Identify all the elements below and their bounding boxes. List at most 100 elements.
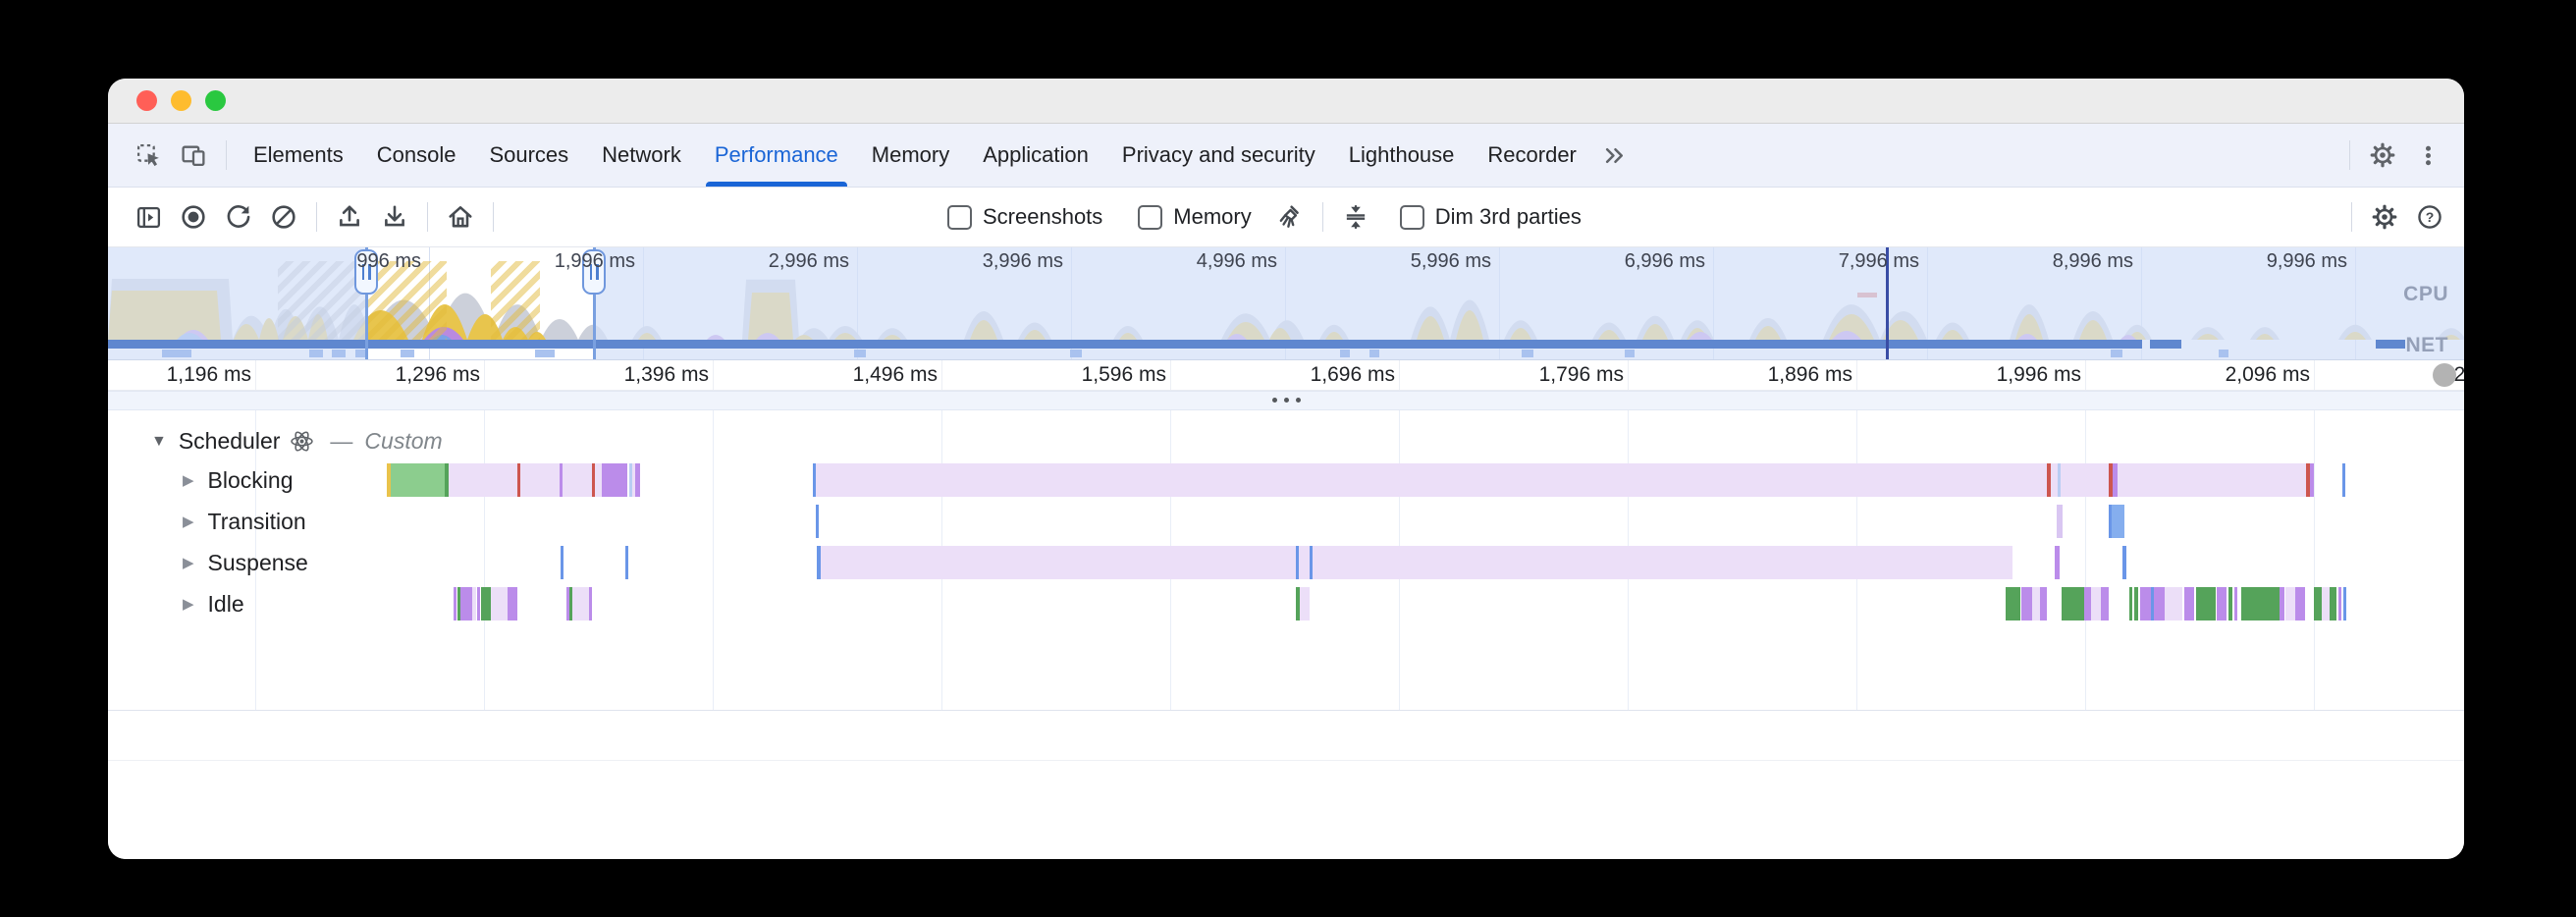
sidebar-toggle-icon[interactable] [126,194,171,240]
collapse-icon[interactable] [1333,194,1378,240]
tab-lighthouse[interactable]: Lighthouse [1348,142,1455,167]
track-event-bar[interactable] [2228,587,2232,620]
track-event-bar[interactable] [2057,505,2063,538]
track-event-bar[interactable] [472,587,476,620]
more-tabs-icon[interactable] [1593,133,1638,178]
scrollbar-thumb[interactable] [2433,363,2456,387]
more-menu-icon[interactable] [2405,133,2450,178]
zoom-button[interactable] [205,90,226,111]
chevron-right-icon[interactable]: ▶ [183,596,194,613]
track-event-bar[interactable] [2217,587,2227,620]
track-event-bar[interactable] [2342,463,2345,497]
track-event-bar[interactable] [481,587,491,620]
record-icon[interactable] [171,194,216,240]
track-event-bar[interactable] [2112,505,2124,538]
device-toolbar-icon[interactable] [171,133,216,178]
dim-3rd-parties-checkbox[interactable]: Dim 3rd parties [1399,204,1582,230]
track-event-bar[interactable] [2330,587,2336,620]
track-event-bar[interactable] [821,546,2012,579]
panel-resize-handle[interactable] [108,391,2464,410]
track-event-bar[interactable] [2113,463,2118,497]
download-icon[interactable] [372,194,417,240]
track-event-bar[interactable] [2280,587,2284,620]
selection-left-handle[interactable] [354,249,378,295]
track-row-transition[interactable]: ▶Transition [183,501,306,542]
settings-gear-icon[interactable] [2360,133,2405,178]
track-event-bar[interactable] [817,546,821,579]
track-event-bar[interactable] [816,505,819,538]
chevron-down-icon[interactable]: ▼ [151,432,167,450]
track-event-bar[interactable] [1310,546,1313,579]
track-event-bar[interactable] [2196,587,2216,620]
track-event-bar[interactable] [2101,587,2109,620]
capture-settings-gear-icon[interactable] [2362,194,2407,240]
track-event-bar[interactable] [460,587,472,620]
track-event-bar[interactable] [2285,587,2295,620]
track-event-bar[interactable] [2109,463,2113,497]
track-event-bar[interactable] [1296,587,1300,620]
track-event-bar[interactable] [2241,587,2280,620]
track-event-bar[interactable] [589,587,592,620]
track-event-bar[interactable] [2047,463,2051,497]
chevron-right-icon[interactable]: ▶ [183,513,194,530]
track-event-bar[interactable] [491,587,508,620]
tab-performance[interactable]: Performance [698,124,855,187]
track-event-bar[interactable] [635,463,640,497]
chevron-right-icon[interactable]: ▶ [183,555,194,571]
track-row-suspense[interactable]: ▶Suspense [183,542,308,583]
track-event-bar[interactable] [2338,587,2341,620]
track-event-bar[interactable] [2322,587,2330,620]
track-event-bar[interactable] [2140,587,2151,620]
track-event-bar[interactable] [2151,587,2154,620]
track-event-bar[interactable] [816,463,2314,497]
track-event-bar[interactable] [566,587,569,620]
track-row-blocking[interactable]: ▶Blocking [183,459,293,501]
track-group-header[interactable]: ▼ Scheduler — Custom [151,428,443,455]
track-event-bar[interactable] [1300,587,1310,620]
tab-console[interactable]: Console [376,142,456,167]
track-event-bar[interactable] [2310,463,2314,497]
track-event-bar[interactable] [602,463,627,497]
clear-icon[interactable] [261,194,306,240]
minimize-button[interactable] [171,90,191,111]
track-event-bar[interactable] [387,463,391,497]
track-event-bar[interactable] [595,463,602,497]
track-event-bar[interactable] [560,463,563,497]
tab-recorder[interactable]: Recorder [1487,142,1577,167]
track-event-bar[interactable] [592,463,595,497]
track-event-bar[interactable] [520,463,560,497]
track-event-bar[interactable] [2040,587,2047,620]
track-event-bar[interactable] [2055,546,2060,579]
tab-elements[interactable]: Elements [253,142,344,167]
track-event-bar[interactable] [2306,463,2310,497]
track-event-bar[interactable] [445,463,449,497]
memory-checkbox[interactable]: Memory [1138,204,1252,230]
track-event-bar[interactable] [2062,587,2084,620]
track-event-bar[interactable] [2129,587,2132,620]
tab-network[interactable]: Network [602,142,681,167]
track-event-bar[interactable] [2165,587,2182,620]
tab-application[interactable]: Application [983,142,1089,167]
track-event-bar[interactable] [508,587,517,620]
track-event-bar[interactable] [2091,587,2101,620]
track-event-bar[interactable] [625,546,628,579]
track-event-bar[interactable] [454,587,456,620]
collect-garbage-icon[interactable] [1267,194,1313,240]
track-event-bar[interactable] [2021,587,2032,620]
track-event-bar[interactable] [2314,587,2322,620]
track-event-bar[interactable] [813,463,816,497]
selection-right-handle[interactable] [582,249,606,295]
track-event-bar[interactable] [2134,587,2138,620]
help-icon[interactable]: ? [2407,194,2452,240]
track-event-bar[interactable] [2058,463,2061,497]
tab-memory[interactable]: Memory [871,142,950,167]
track-event-bar[interactable] [2109,505,2112,538]
track-event-bar[interactable] [561,546,564,579]
track-event-bar[interactable] [2006,587,2020,620]
track-event-bar[interactable] [517,463,520,497]
track-event-bar[interactable] [632,463,635,497]
track-event-bar[interactable] [2032,587,2040,620]
track-event-bar[interactable] [569,587,572,620]
reload-icon[interactable] [216,194,261,240]
track-event-bar[interactable] [2295,587,2305,620]
